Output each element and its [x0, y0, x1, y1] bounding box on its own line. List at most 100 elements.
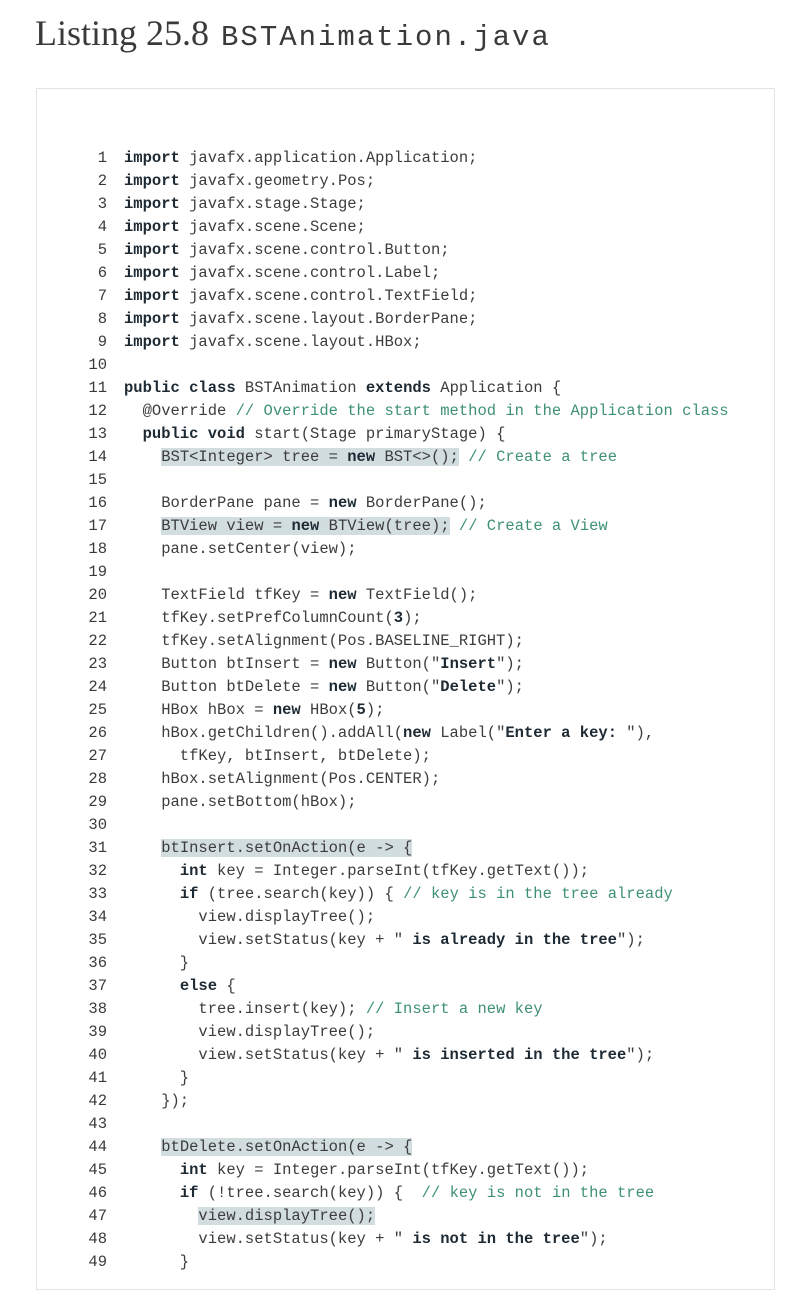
code-token: BSTAnimation	[235, 379, 366, 397]
line-number: 14	[88, 448, 107, 466]
line-number: 16	[88, 494, 107, 512]
highlighted-code: view.displayTree();	[198, 1207, 376, 1225]
code-text: @Override // Override the start method i…	[107, 400, 729, 423]
code-comment: // Insert a new key	[365, 1000, 543, 1018]
code-text: BST<Integer> tree = new BST<>(); // Crea…	[107, 446, 617, 469]
code-token: javafx.stage.Stage;	[179, 195, 366, 213]
code-line: 29 pane.setBottom(hBox);	[37, 791, 774, 814]
code-keyword: new	[347, 448, 376, 466]
code-token	[124, 1207, 198, 1225]
code-text: import javafx.scene.control.Button;	[107, 239, 450, 262]
code-line: 16 BorderPane pane = new BorderPane();	[37, 492, 774, 515]
code-line: 27 tfKey, btInsert, btDelete);	[37, 745, 774, 768]
code-token: view.setStatus(key + "	[124, 1046, 404, 1064]
code-token: javafx.scene.Scene;	[179, 218, 366, 236]
code-token: javafx.application.Application;	[179, 149, 478, 167]
code-line: 31 btInsert.setOnAction(e -> {	[37, 837, 774, 860]
code-token: key = Integer.parseInt(tfKey.getText());	[207, 1161, 590, 1179]
line-number: 19	[88, 563, 107, 581]
line-number: 46	[88, 1184, 107, 1202]
line-number: 30	[88, 816, 107, 834]
code-line: 10	[37, 354, 774, 377]
code-line: 23 Button btInsert = new Button("Insert"…	[37, 653, 774, 676]
code-line: 25 HBox hBox = new HBox(5);	[37, 699, 774, 722]
code-line: 12 @Override // Override the start metho…	[37, 400, 774, 423]
line-number: 7	[97, 287, 107, 305]
code-comment: // Override the start method in the Appl…	[235, 402, 729, 420]
code-text: public class BSTAnimation extends Applic…	[107, 377, 561, 400]
line-number: 12	[88, 402, 107, 420]
line-number: 35	[88, 931, 107, 949]
code-line: 19	[37, 561, 774, 584]
code-text: view.setStatus(key + " is not in the tre…	[107, 1228, 608, 1251]
line-number: 41	[88, 1069, 107, 1087]
highlighted-code: BTView(tree);	[319, 517, 450, 535]
code-text: }	[107, 952, 189, 975]
line-number: 9	[97, 333, 107, 351]
line-number: 28	[88, 770, 107, 788]
code-line: 46 if (!tree.search(key)) { // key is no…	[37, 1182, 774, 1205]
code-text: import javafx.scene.control.Label;	[107, 262, 440, 285]
line-number: 17	[88, 517, 107, 535]
line-number: 26	[88, 724, 107, 742]
code-keyword: public void	[142, 425, 245, 443]
code-token: {	[217, 977, 236, 995]
code-keyword: new	[328, 586, 357, 604]
code-line: 41 }	[37, 1067, 774, 1090]
code-token: javafx.scene.layout.HBox;	[179, 333, 422, 351]
line-number: 32	[88, 862, 107, 880]
code-comment: // Create a tree	[468, 448, 618, 466]
code-text: if (tree.search(key)) { // key is in the…	[107, 883, 673, 906]
highlighted-code: BST<Integer> tree =	[161, 448, 348, 466]
code-line: 39 view.displayTree();	[37, 1021, 774, 1044]
code-string: is not in the tree	[403, 1230, 580, 1248]
line-number: 44	[88, 1138, 107, 1156]
code-keyword: extends	[365, 379, 431, 397]
line-number: 43	[88, 1115, 107, 1133]
code-token: pane.setBottom(hBox);	[124, 793, 357, 811]
listing-number: Listing 25.8	[35, 13, 210, 53]
code-keyword: import	[124, 310, 180, 328]
code-token: ");	[496, 678, 524, 696]
line-number: 25	[88, 701, 107, 719]
line-number: 47	[88, 1207, 107, 1225]
line-number: 21	[88, 609, 107, 627]
code-token: ");	[579, 1230, 608, 1248]
code-line: 32 int key = Integer.parseInt(tfKey.getT…	[37, 860, 774, 883]
code-line: 35 view.setStatus(key + " is already in …	[37, 929, 774, 952]
code-token: @Override	[124, 402, 236, 420]
line-number: 2	[97, 172, 107, 190]
code-text: view.setStatus(key + " is already in the…	[107, 929, 644, 952]
code-token: Button("	[356, 678, 441, 696]
code-token: view.setStatus(key + "	[124, 931, 404, 949]
line-number: 11	[88, 379, 107, 397]
highlighted-code: btDelete.setOnAction(e -> {	[161, 1138, 413, 1156]
code-text: }	[107, 1251, 189, 1274]
code-text: int key = Integer.parseInt(tfKey.getText…	[107, 860, 589, 883]
code-keyword: new	[272, 701, 301, 719]
code-line: 17 BTView view = new BTView(tree); // Cr…	[37, 515, 774, 538]
line-number: 33	[88, 885, 107, 903]
code-line: 18 pane.setCenter(view);	[37, 538, 774, 561]
code-text: btInsert.setOnAction(e -> {	[107, 837, 413, 860]
line-number: 48	[88, 1230, 107, 1248]
code-keyword: int	[179, 862, 208, 880]
code-line: 49 }	[37, 1251, 774, 1274]
code-token	[450, 517, 459, 535]
line-number: 34	[88, 908, 107, 926]
code-token: ");	[626, 1046, 655, 1064]
code-text: BorderPane pane = new BorderPane();	[107, 492, 487, 515]
code-token: });	[124, 1092, 190, 1110]
code-text: import javafx.scene.layout.BorderPane;	[107, 308, 477, 331]
code-token: hBox.setAlignment(Pos.CENTER);	[124, 770, 441, 788]
code-text: HBox hBox = new HBox(5);	[107, 699, 384, 722]
code-text: pane.setCenter(view);	[107, 538, 356, 561]
code-keyword: new	[403, 724, 431, 742]
code-token: hBox.getChildren().addAll(	[124, 724, 404, 742]
listing-file-name: BSTAnimation.java	[221, 21, 551, 54]
line-number: 23	[88, 655, 107, 673]
